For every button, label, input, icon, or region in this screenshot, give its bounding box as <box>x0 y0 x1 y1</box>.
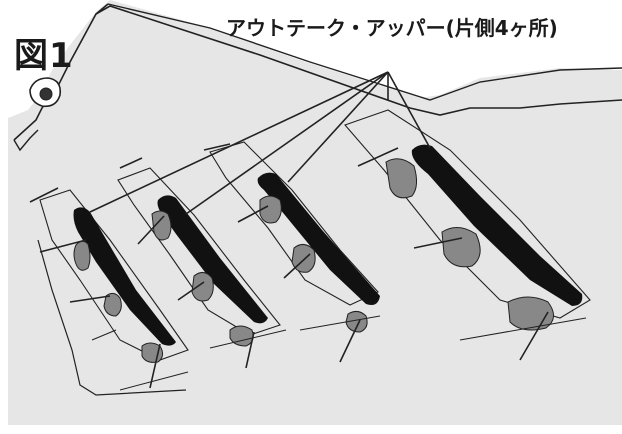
pin <box>119 157 143 169</box>
hood-corner <box>13 129 39 152</box>
pin <box>283 253 311 279</box>
callout-label: アウトテーク・アッパー(片側4ヶ所) <box>226 16 558 40</box>
leader-line <box>185 71 389 215</box>
hood-edge-top <box>95 5 622 116</box>
construction-line <box>299 315 381 331</box>
outtake-duct-3 <box>257 172 380 305</box>
frame-lower-left <box>37 239 187 396</box>
leader-line <box>387 71 431 149</box>
pin <box>237 205 269 223</box>
clip-3a <box>259 195 282 224</box>
clip-1a <box>73 240 91 271</box>
clip-4a <box>385 158 418 199</box>
construction-line <box>459 317 587 341</box>
construction-line <box>91 329 117 341</box>
mounting-hole <box>39 87 53 101</box>
figure-label: 図1 <box>14 36 74 76</box>
top-left-cutout <box>0 0 110 118</box>
pin <box>137 215 165 245</box>
clip-2b <box>191 272 214 302</box>
duct-4-outline <box>344 109 591 319</box>
clip-4b <box>441 227 481 268</box>
leader-line <box>287 71 389 183</box>
clip-3c <box>345 310 368 333</box>
pin <box>519 311 549 361</box>
pin <box>203 143 231 151</box>
outtake-duct-1 <box>73 207 176 346</box>
construction-line <box>119 371 189 391</box>
clip-2c <box>229 325 254 347</box>
pin <box>69 295 111 303</box>
pins <box>29 143 549 389</box>
pin <box>29 187 59 203</box>
hood-edge-top-inner <box>107 3 622 101</box>
leader-lines <box>89 71 431 215</box>
outtake-duct-2 <box>157 195 268 324</box>
pin <box>149 343 161 389</box>
leader-line <box>89 71 389 213</box>
pin <box>413 237 463 249</box>
pin <box>339 319 361 363</box>
construction-line <box>209 329 287 349</box>
pin <box>39 239 87 253</box>
clip-2a <box>151 210 172 241</box>
pin <box>357 147 399 167</box>
top-white-region <box>110 0 622 98</box>
pin <box>177 281 205 301</box>
outtake-duct-4 <box>411 144 583 306</box>
clip-1b <box>103 292 122 317</box>
construction-lines <box>91 315 587 391</box>
